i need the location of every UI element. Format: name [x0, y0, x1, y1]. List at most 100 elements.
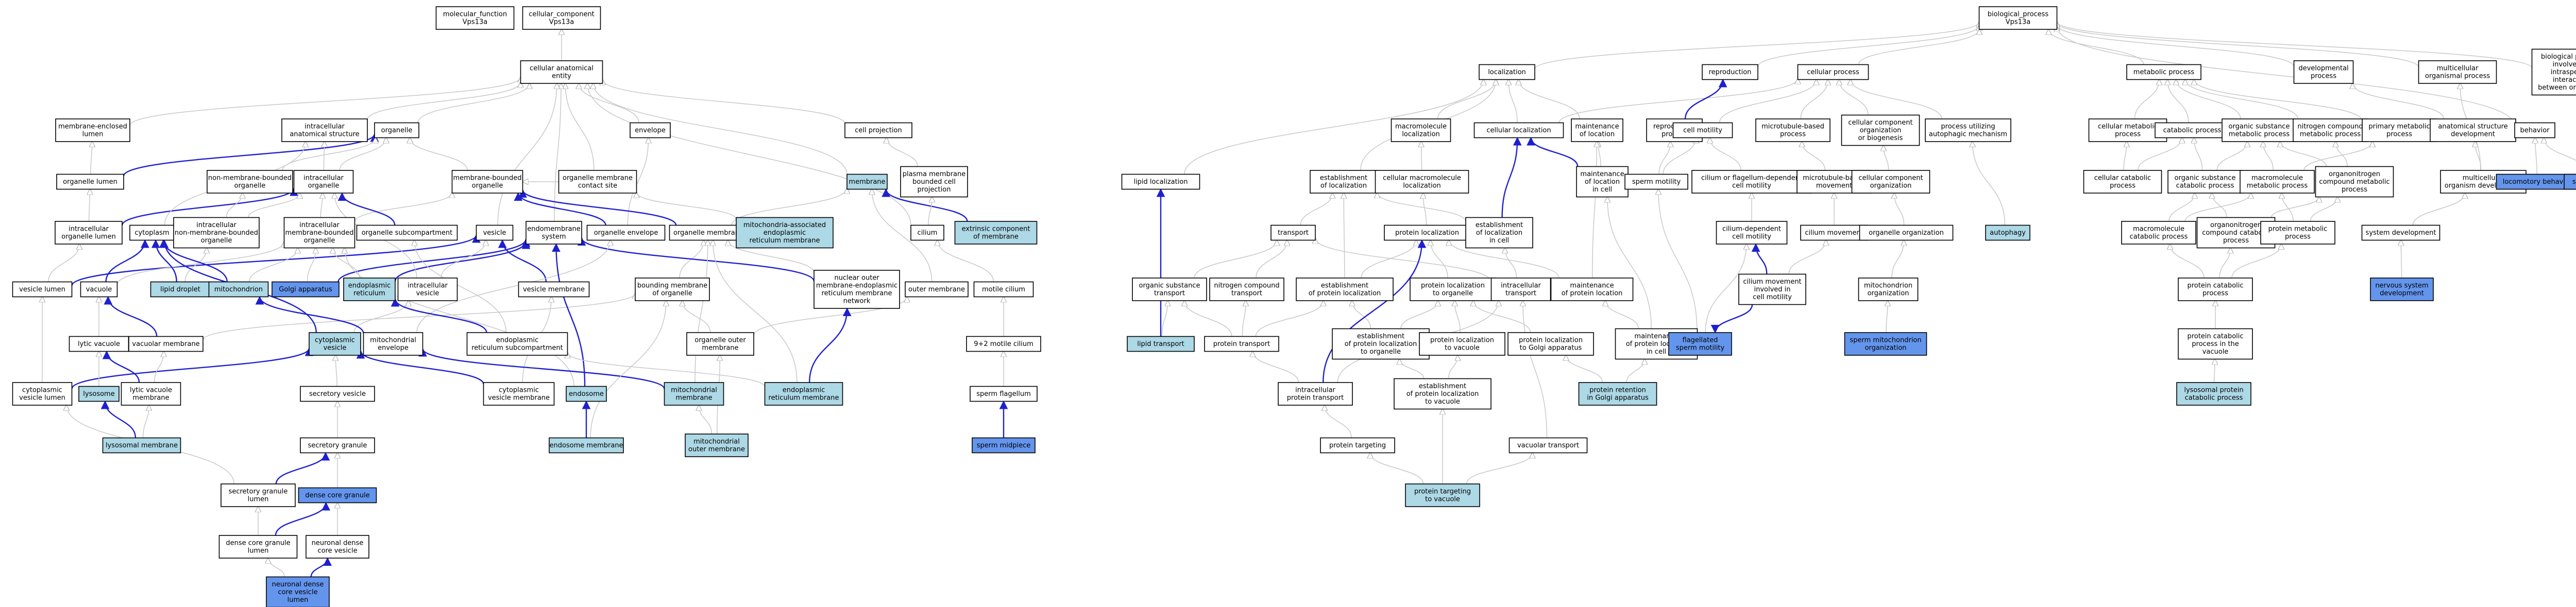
term-label: establishment: [1419, 383, 1466, 390]
term-box: [630, 122, 671, 138]
term-box: [2176, 382, 2251, 406]
term-label: membrane-enclosed: [58, 123, 127, 131]
is-a-edge: [2212, 193, 2227, 218]
term-box: [1578, 382, 1657, 406]
term-label: process: [2202, 290, 2228, 298]
term-label: membrane: [132, 394, 169, 402]
go-term-lys-mem: lysosomal membrane: [102, 437, 181, 454]
term-box: [298, 487, 377, 504]
term-label: secretory granule: [229, 488, 288, 496]
is-a-edge: [1400, 301, 1438, 329]
is-a-edge: [694, 240, 708, 383]
term-label: protein localization: [1519, 337, 1583, 344]
is-a-edge: [1710, 138, 1741, 171]
term-label: localization: [1403, 182, 1441, 190]
term-label: organismal process: [2425, 73, 2490, 80]
term-box: [1405, 483, 1480, 507]
term-label: nitrogen compound: [1214, 282, 1279, 290]
term-label: organelle membrane: [563, 175, 633, 182]
is-a-edge: [2123, 142, 2127, 171]
term-label: endoplasmic: [348, 282, 391, 290]
part-of-edge: [71, 234, 481, 286]
term-label: cellular_component: [529, 11, 595, 19]
term-label: organonitrogen: [2210, 221, 2262, 229]
term-box: [397, 278, 458, 301]
term-box: [586, 224, 666, 241]
is-a-edge: [1431, 240, 1448, 279]
term-box: [1978, 6, 2058, 30]
is-a-edge: [268, 558, 285, 577]
term-box: [2178, 278, 2253, 301]
term-box: [2418, 60, 2497, 84]
is-a-edge: [129, 77, 521, 126]
is-a-edge: [1973, 142, 2006, 226]
term-box: [764, 382, 843, 406]
term-label: cell motility: [1683, 127, 1722, 134]
term-label: organization: [1865, 344, 1907, 352]
is-a-edge: [281, 138, 376, 171]
go-term-interspecies: biological processinvolved inintraspecie…: [2531, 48, 2576, 96]
term-label: transport: [1278, 229, 1309, 237]
term-label: autophagy: [1990, 229, 2026, 237]
term-box: [451, 170, 523, 194]
go-term-envelope: envelope: [630, 122, 671, 138]
term-box: [80, 281, 118, 298]
term-label: of localization: [1476, 229, 1522, 237]
term-label: cell motility: [1753, 293, 1792, 301]
term-label: biological process: [2541, 53, 2576, 61]
term-label: lumen: [82, 131, 104, 138]
go-term-vesicle: vesicle: [476, 224, 514, 241]
term-box: [1473, 122, 1564, 138]
is-a-edge: [339, 138, 386, 171]
go-term-sperm-flag: sperm flagellum: [970, 386, 1038, 402]
term-label: cellular metabolic: [2098, 123, 2158, 131]
term-label: cell motility: [1732, 233, 1771, 241]
is-a-edge: [1194, 240, 1277, 279]
term-label: protein targeting: [1414, 488, 1471, 496]
go-term-endo-mem: endosome membrane: [549, 437, 624, 454]
term-box: [1841, 114, 1920, 146]
is-a-edge: [713, 240, 798, 383]
term-box: [2361, 224, 2441, 241]
is-a-edge: [682, 301, 711, 333]
go-term-cilium: cilium: [910, 224, 944, 241]
part-of-edge: [337, 238, 531, 282]
go-term-vacuole: vacuole: [80, 281, 118, 298]
part-of-edge: [337, 192, 396, 226]
term-label: nuclear outer: [834, 274, 879, 282]
term-label: of protein localization: [1345, 340, 1417, 348]
term-label: neuronal dense: [272, 581, 324, 588]
is-a-edge: [928, 197, 932, 226]
term-label: organelle organization: [1869, 229, 1944, 237]
is-a-edge: [2057, 26, 2515, 126]
term-box: [1925, 118, 2011, 142]
go-term-cellproj: cell projection: [844, 122, 912, 138]
term-box: [343, 278, 396, 301]
go-term-localization: localization: [1479, 64, 1535, 80]
is-a-edge: [2335, 142, 2348, 167]
term-label: endosome: [569, 390, 604, 398]
term-label: process: [2223, 237, 2249, 245]
go-term-metabolic-process: metabolic process: [2126, 64, 2201, 80]
term-label: organelle: [472, 182, 503, 190]
term-label: metabolic process: [2133, 68, 2195, 76]
is-a-edge: [872, 189, 933, 282]
term-label: involved in: [1754, 286, 1790, 293]
term-label: sperm flagellum: [976, 390, 1030, 398]
term-label: microtubule-based: [1803, 175, 1866, 182]
term-box: [1985, 224, 2030, 241]
term-label: vesicle membrane: [523, 286, 585, 293]
term-label: extrinsic component: [962, 226, 1030, 233]
term-box: [2370, 278, 2434, 301]
